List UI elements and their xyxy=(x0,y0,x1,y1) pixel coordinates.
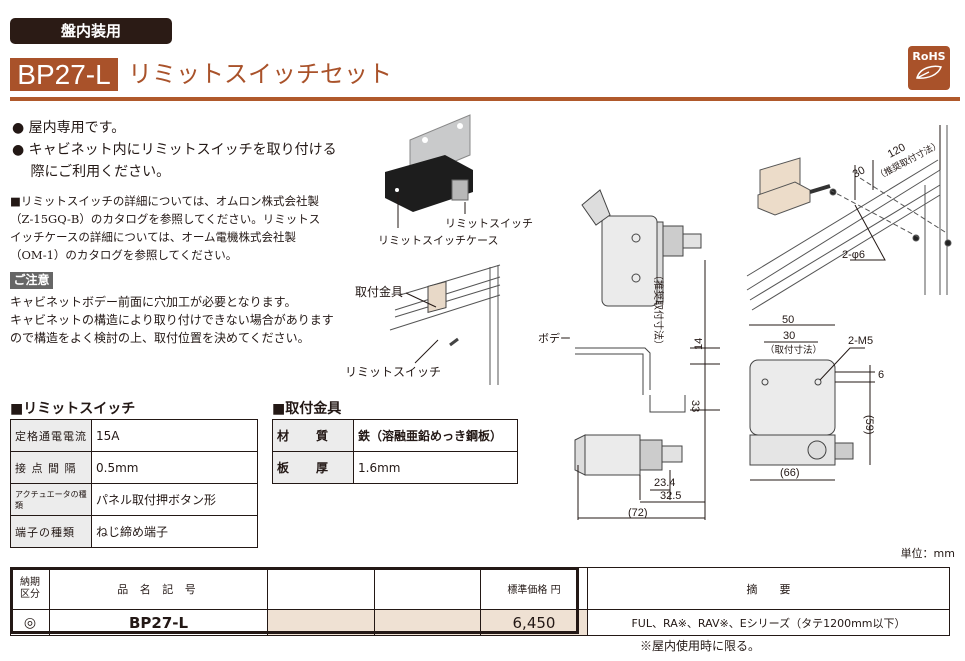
dim-23-4: 23.4 xyxy=(654,477,675,489)
isometric-view xyxy=(746,125,952,311)
feature-3: 際にご利用ください。 xyxy=(12,164,171,180)
rohs-label: RoHS xyxy=(912,50,946,63)
product-name: リミットスイッチセット xyxy=(128,60,392,88)
dim-50: 50 xyxy=(782,314,794,326)
caution-line: キャビネットの構造により取り付けできない場合があります xyxy=(10,313,334,327)
front-view xyxy=(749,324,875,481)
dim-32-5: 32.5 xyxy=(660,490,681,502)
caution-line: キャビネットボデー前面に穴加工が必要となります。 xyxy=(10,295,297,309)
product-code: BP27-L xyxy=(10,58,118,91)
table-header-row: 納期 区分 品 名 記 号 標準価格 円 摘 要 xyxy=(10,567,950,610)
dim-72: (72) xyxy=(628,507,648,519)
dim-14: 14 xyxy=(693,338,705,350)
dim-6: 6 xyxy=(878,369,884,381)
dim-59: (59) xyxy=(863,415,875,435)
note-line: （Z-15GQ-B）のカタログを参照してください。リミットス xyxy=(10,212,321,226)
feature-1: ● 屋内専用です。 xyxy=(12,120,126,136)
table-row: 材 質鉄（溶融亜鉛めっき鋼板） xyxy=(272,419,518,452)
caution-line: ので構造をよく検討の上、取付位置を決めてください。 xyxy=(10,331,310,345)
note-line: ■リミットスイッチの詳細については、オムロン株式会社製 xyxy=(10,194,319,208)
side-view xyxy=(574,189,720,520)
table-row: アクチュエータの種類パネル取付押ボタン形 xyxy=(10,483,258,516)
title-rule xyxy=(10,97,960,101)
note-line: （OM-1）のカタログを参照してください。 xyxy=(10,248,238,262)
unit-label: 単位：mm xyxy=(900,547,955,560)
category-badge: 盤内装用 xyxy=(10,18,172,44)
dim-30-iso: 30 xyxy=(851,164,867,180)
install-label-switch: リミットスイッチ xyxy=(345,365,442,379)
body-label: ボデー xyxy=(538,331,571,345)
dim-30: 30 xyxy=(783,330,795,342)
leaf-icon xyxy=(916,65,942,79)
price-table: 納期 区分 品 名 記 号 標準価格 円 摘 要 ◎ BP27-L 6,450 … xyxy=(10,567,950,636)
dimension-drawing: 120 （推奨取付寸法） 30 2-φ6 ボデー 14 （推奨取付寸法） 33 … xyxy=(538,125,952,520)
bracket-title: ■取付金具 xyxy=(272,401,342,417)
table-row: 端子の種類ねじ締め端子 xyxy=(10,515,258,548)
screw-label: 2-M5 xyxy=(848,335,873,347)
photo-label-case: リミットスイッチケース xyxy=(378,234,499,247)
note-line: イッチケースの詳細については、オーム電機株式会社製 xyxy=(10,230,297,244)
hole-label: 2-φ6 xyxy=(842,249,865,261)
dim-33: 33 xyxy=(689,400,701,412)
dim-recommended-v: （推奨取付寸法） xyxy=(652,270,665,350)
limit-switch-title: ■リミットスイッチ xyxy=(10,401,136,417)
dim-66: (66) xyxy=(780,467,800,479)
install-label-bracket: 取付金具 xyxy=(355,285,404,299)
footnote: ※屋内使用時に限る。 xyxy=(640,639,761,653)
install-sketch xyxy=(389,264,501,385)
product-photo xyxy=(385,114,473,228)
table-row: ◎ BP27-L 6,450 FUL、RA※、RAV※、Eシリーズ（タテ1200… xyxy=(10,609,950,636)
feature-2: ● キャビネット内にリミットスイッチを取り付ける xyxy=(12,142,337,158)
photo-label-switch: リミットスイッチ xyxy=(445,217,533,230)
dim-mount: （取付寸法） xyxy=(765,344,822,356)
caution-badge: ご注意 xyxy=(10,272,53,289)
rohs-badge: RoHS xyxy=(908,46,950,90)
